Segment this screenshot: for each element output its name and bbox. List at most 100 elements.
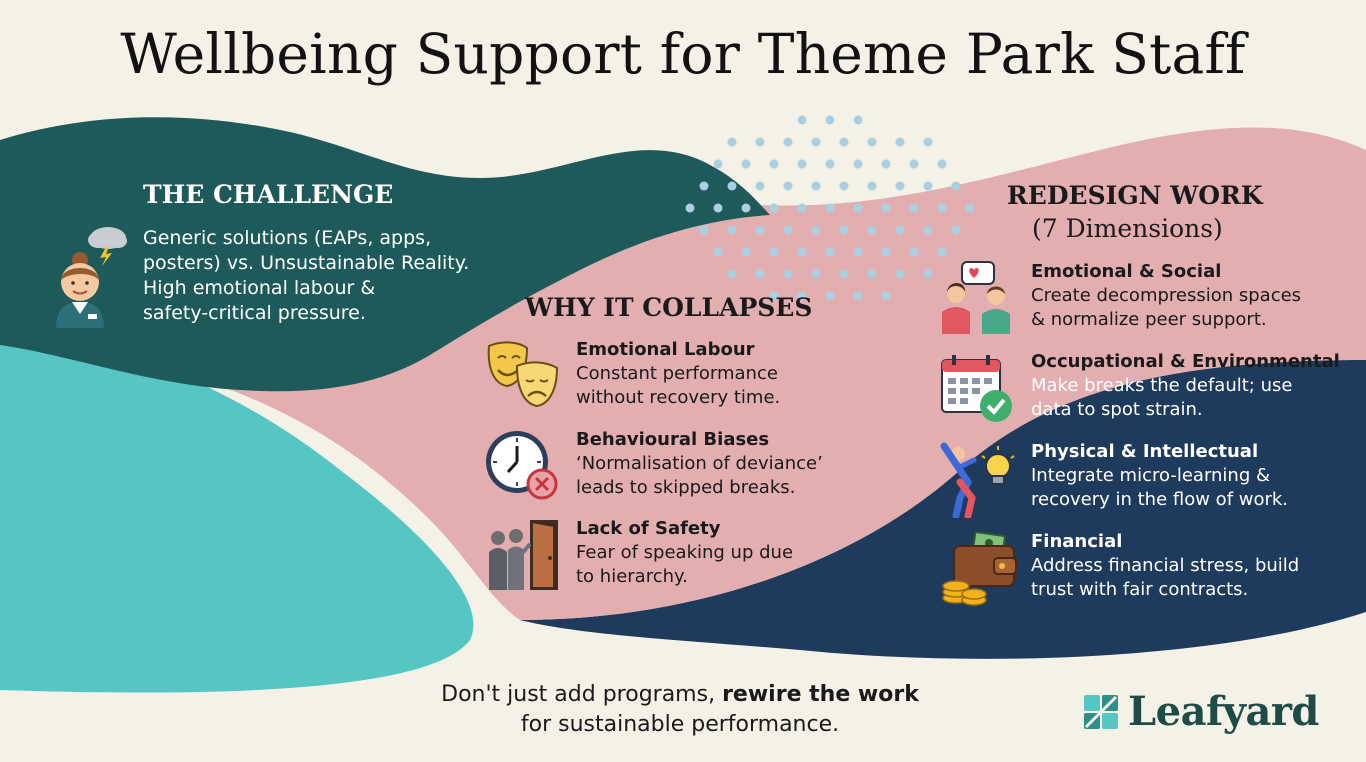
- decorative-dot-pattern: [685, 115, 975, 301]
- redesign-item-desc: trust with fair contracts.: [1031, 579, 1249, 600]
- decorative-dot: [895, 269, 905, 279]
- decorative-dot: [923, 225, 933, 235]
- decorative-dot: [867, 269, 877, 279]
- challenge-line: Generic solutions (EAPs, apps,: [143, 227, 432, 249]
- clock-cancel-icon: [486, 431, 558, 500]
- decorative-dot: [895, 181, 905, 191]
- decorative-dot: [727, 269, 737, 279]
- decorative-dot: [965, 203, 975, 213]
- aqua-wave: [0, 330, 474, 693]
- collapse-item: Lack of Safety Fear of speaking up due t…: [576, 517, 793, 589]
- wallet-coins-icon: [942, 532, 1017, 606]
- decorative-dot: [797, 159, 807, 169]
- decorative-dot: [769, 291, 779, 301]
- decorative-dot: [937, 159, 947, 169]
- collapse-item-desc: Constant performance: [576, 363, 778, 384]
- collapse-item-desc: leads to skipped breaks.: [576, 477, 796, 498]
- people-door-icon: [489, 520, 558, 590]
- decorative-dot: [811, 137, 821, 147]
- redesign-item-desc: Address financial stress, build: [1031, 555, 1300, 576]
- brand-name: Leafyard: [1128, 688, 1319, 735]
- collapse-item: Behavioural Biases ‘Normalisation of dev…: [576, 428, 823, 500]
- decorative-dot: [867, 181, 877, 191]
- decorative-dot: [713, 159, 723, 169]
- footer-plain: Don't just add programs,: [441, 682, 723, 707]
- decorative-dot: [755, 181, 765, 191]
- challenge-line: High emotional labour &: [143, 277, 376, 299]
- collapse-item-title: Behavioural Biases: [576, 429, 770, 450]
- challenge-text: Generic solutions (EAPs, apps, posters) …: [143, 226, 469, 326]
- decorative-dot: [769, 159, 779, 169]
- redesign-item-title: Physical & Intellectual: [1031, 441, 1259, 462]
- decorative-dot: [909, 203, 919, 213]
- challenge-line: posters) vs. Unsustainable Reality.: [143, 252, 470, 274]
- collapse-item-desc: without recovery time.: [576, 387, 781, 408]
- challenge-line: safety-critical pressure.: [143, 302, 366, 324]
- decorative-dot: [769, 203, 779, 213]
- decorative-dot: [923, 269, 933, 279]
- collapse-item: Emotional Labour Constant performance wi…: [576, 338, 780, 410]
- decorative-dot: [811, 269, 821, 279]
- decorative-dot: [755, 137, 765, 147]
- decorative-dot: [811, 225, 821, 235]
- decorative-dot: [839, 269, 849, 279]
- decorative-dot: [783, 137, 793, 147]
- redesign-item: Occupational & Environmental Make breaks…: [1031, 350, 1340, 422]
- decorative-dot: [951, 225, 961, 235]
- collapse-item-title: Emotional Labour: [576, 339, 755, 360]
- decorative-dot: [699, 181, 709, 191]
- decorative-dot: [797, 247, 807, 257]
- decorative-dot: [783, 269, 793, 279]
- decorative-dot: [881, 159, 891, 169]
- decorative-dot: [727, 181, 737, 191]
- decorative-dot: [825, 203, 835, 213]
- decorative-dot: [895, 137, 905, 147]
- footer-line-2: for sustainable performance.: [520, 712, 840, 737]
- decorative-dot: [741, 247, 751, 257]
- redesign-item: Physical & Intellectual Integrate micro-…: [1031, 440, 1288, 512]
- collapse-item-desc: to hierarchy.: [576, 566, 688, 587]
- decorative-dot: [727, 137, 737, 147]
- collapse-item-title: Lack of Safety: [576, 518, 721, 539]
- redesign-item-title: Occupational & Environmental: [1031, 351, 1340, 372]
- collapse-item-desc: Fear of speaking up due: [576, 542, 794, 563]
- pink-band: [0, 127, 1366, 620]
- decorative-dot: [783, 225, 793, 235]
- collapse-heading: WHY IT COLLAPSES: [525, 293, 813, 322]
- decorative-dot: [811, 181, 821, 191]
- footer-message: Don't just add programs, rewire the work…: [380, 680, 980, 740]
- footer-line-1: Don't just add programs, rewire the work: [380, 680, 980, 710]
- decorative-dot: [783, 181, 793, 191]
- redesign-item-desc: & normalize peer support.: [1031, 309, 1267, 330]
- redesign-item-title: Financial: [1031, 531, 1123, 552]
- challenge-heading: THE CHALLENGE: [143, 180, 394, 209]
- decorative-dot: [853, 115, 863, 125]
- decorative-dot: [797, 115, 807, 125]
- footer-emphasis: rewire the work: [722, 682, 919, 707]
- decorative-dot: [755, 269, 765, 279]
- decorative-dot: [923, 181, 933, 191]
- redesign-item-desc: Create decompression spaces: [1031, 285, 1302, 306]
- redesign-item-desc: Make breaks the default; use: [1031, 375, 1293, 396]
- decorative-dot: [713, 203, 723, 213]
- decorative-dot: [825, 159, 835, 169]
- decorative-dot: [937, 203, 947, 213]
- decorative-dot: [881, 247, 891, 257]
- decorative-dot: [797, 203, 807, 213]
- page-title: Wellbeing Support for Theme Park Staff: [120, 22, 1246, 86]
- decorative-dot: [909, 159, 919, 169]
- decorative-dot: [727, 225, 737, 235]
- redesign-item: Emotional & Social Create decompression …: [1031, 260, 1301, 332]
- decorative-dot: [825, 247, 835, 257]
- decorative-dot: [839, 225, 849, 235]
- navy-wave: [520, 360, 1366, 659]
- brand-logo: Leafyard: [1082, 688, 1319, 735]
- redesign-item-desc: data to spot strain.: [1031, 399, 1203, 420]
- decorative-dot: [755, 225, 765, 235]
- decorative-dot: [937, 247, 947, 257]
- decorative-dot: [839, 137, 849, 147]
- decorative-dot: [881, 203, 891, 213]
- decorative-dot: [895, 225, 905, 235]
- stretch-lightbulb-icon: [940, 442, 1015, 518]
- collapse-item-desc: ‘Normalisation of deviance’: [576, 453, 823, 474]
